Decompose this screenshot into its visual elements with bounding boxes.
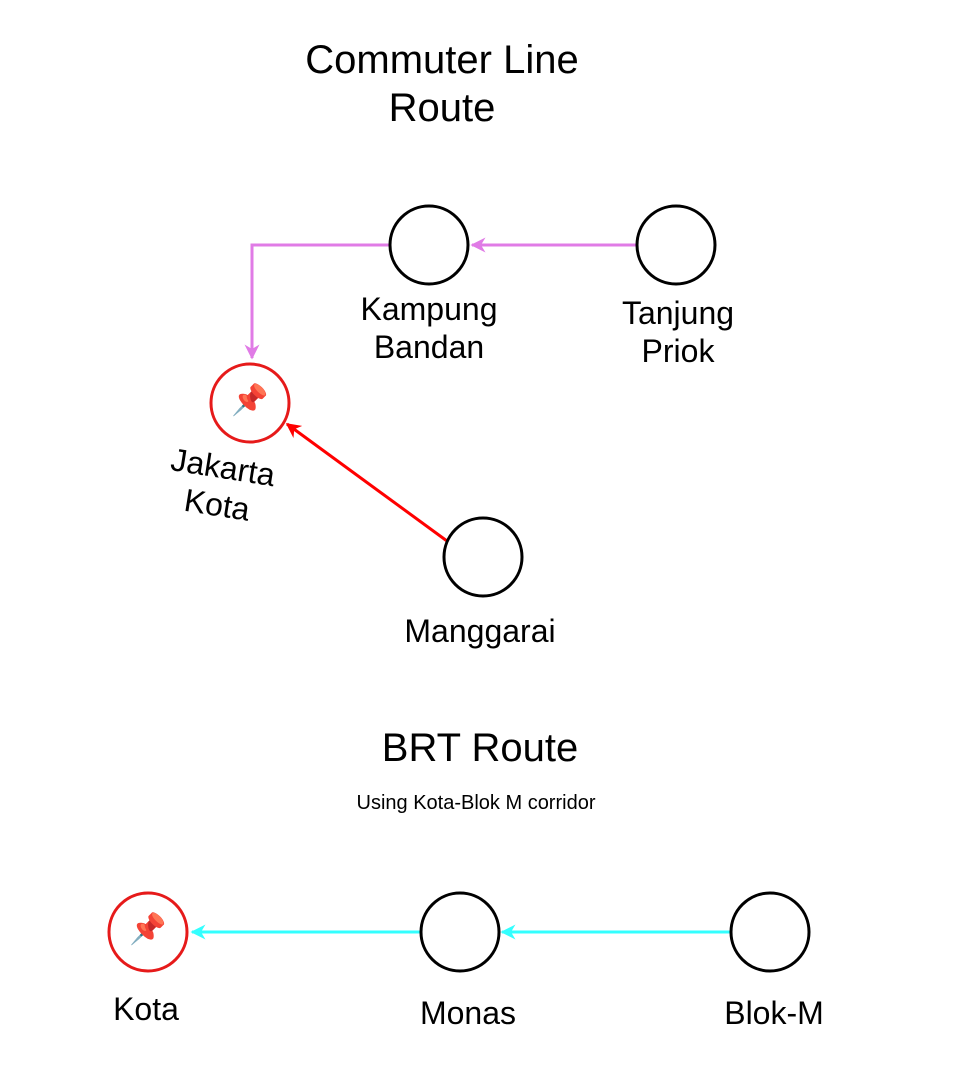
- commuter-line-title: Commuter Line Route: [305, 38, 579, 130]
- station-label-kampung-bandan: Kampung Bandan: [360, 291, 498, 366]
- station-node-jakarta-kota: [209, 362, 291, 444]
- station-label-manggarai: Manggarai: [404, 613, 556, 649]
- connector-kampung-bandan-to-jakarta-kota: [244, 243, 389, 360]
- station-node-manggarai: [442, 516, 524, 598]
- station-node-kota: [107, 891, 189, 973]
- station-label-kota: Kota: [113, 991, 179, 1027]
- station-node-tanjung-priok: [635, 204, 717, 286]
- station-node-kampung-bandan: [388, 204, 470, 286]
- station-node-blok-m: [729, 891, 811, 973]
- station-label-blok-m: Blok-M: [724, 995, 824, 1031]
- station-label-tanjung-priok: Tanjung Priok: [621, 295, 735, 370]
- pushpin-icon: 📌: [129, 913, 167, 946]
- station-label-monas: Monas: [419, 995, 517, 1031]
- brt-subtitle: Using Kota-Blok M corridor: [356, 792, 596, 814]
- pushpin-icon: 📌: [231, 384, 269, 417]
- connector-manggarai-to-jakarta-kota: [285, 422, 448, 543]
- station-node-monas: [419, 891, 501, 973]
- brt-title: BRT Route: [381, 726, 579, 770]
